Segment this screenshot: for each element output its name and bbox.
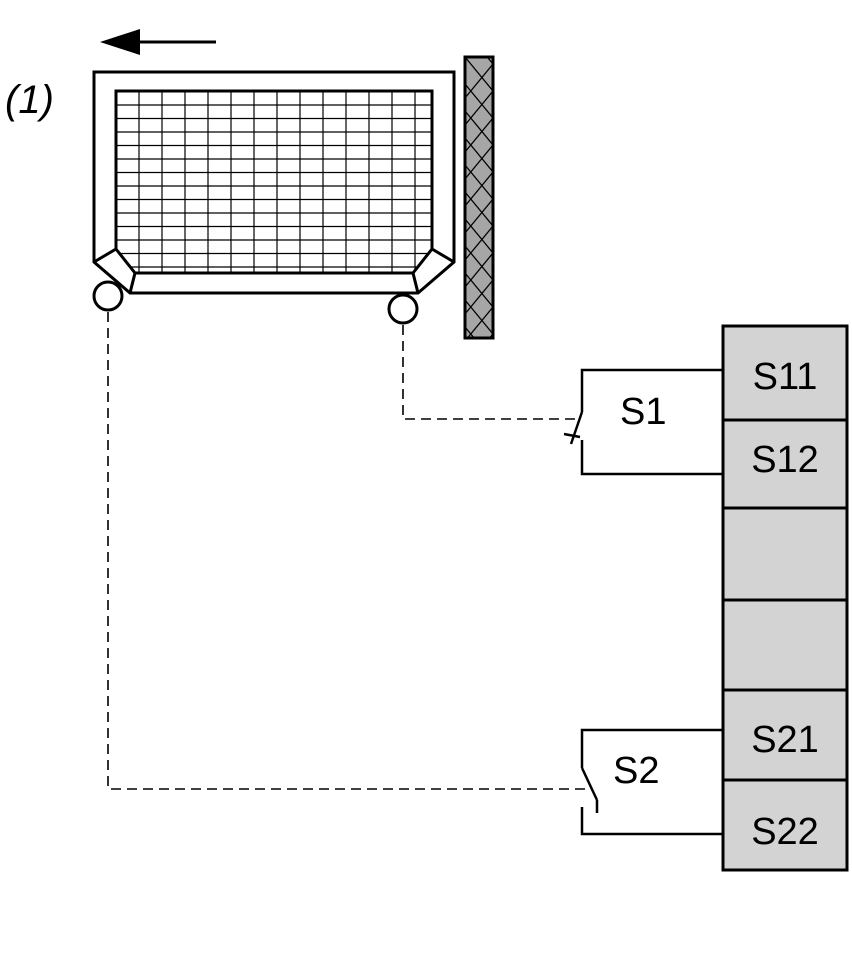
terminal-label-s12: S12	[751, 439, 819, 481]
guard-mesh	[116, 91, 432, 273]
switch-s2-label: S2	[613, 750, 659, 792]
guard-door	[92, 70, 456, 325]
direction-arrow	[100, 29, 216, 55]
guard-roller-left	[92, 280, 124, 312]
callout-label: (1)	[5, 78, 54, 122]
linkage-s2	[107, 312, 590, 790]
terminal-label-s21: S21	[751, 719, 819, 761]
terminal-cell	[721, 506, 849, 602]
terminal-cell	[721, 778, 849, 872]
switch-s2	[580, 728, 722, 836]
terminal-cell	[721, 324, 849, 422]
terminal-label-s11: S11	[753, 356, 818, 398]
switch-s1-label: S1	[620, 391, 666, 433]
linkage-s1	[402, 325, 580, 420]
terminal-label-s22: S22	[751, 811, 819, 853]
terminal-cell	[721, 598, 849, 692]
terminal-cell	[721, 418, 849, 510]
terminal-block: S11 S12 S21 S22	[721, 324, 849, 872]
guard-roller-right	[387, 293, 419, 325]
terminal-cell	[721, 688, 849, 782]
mechanical-linkages	[107, 312, 590, 790]
switch-s1	[563, 368, 722, 476]
wall	[463, 55, 495, 340]
